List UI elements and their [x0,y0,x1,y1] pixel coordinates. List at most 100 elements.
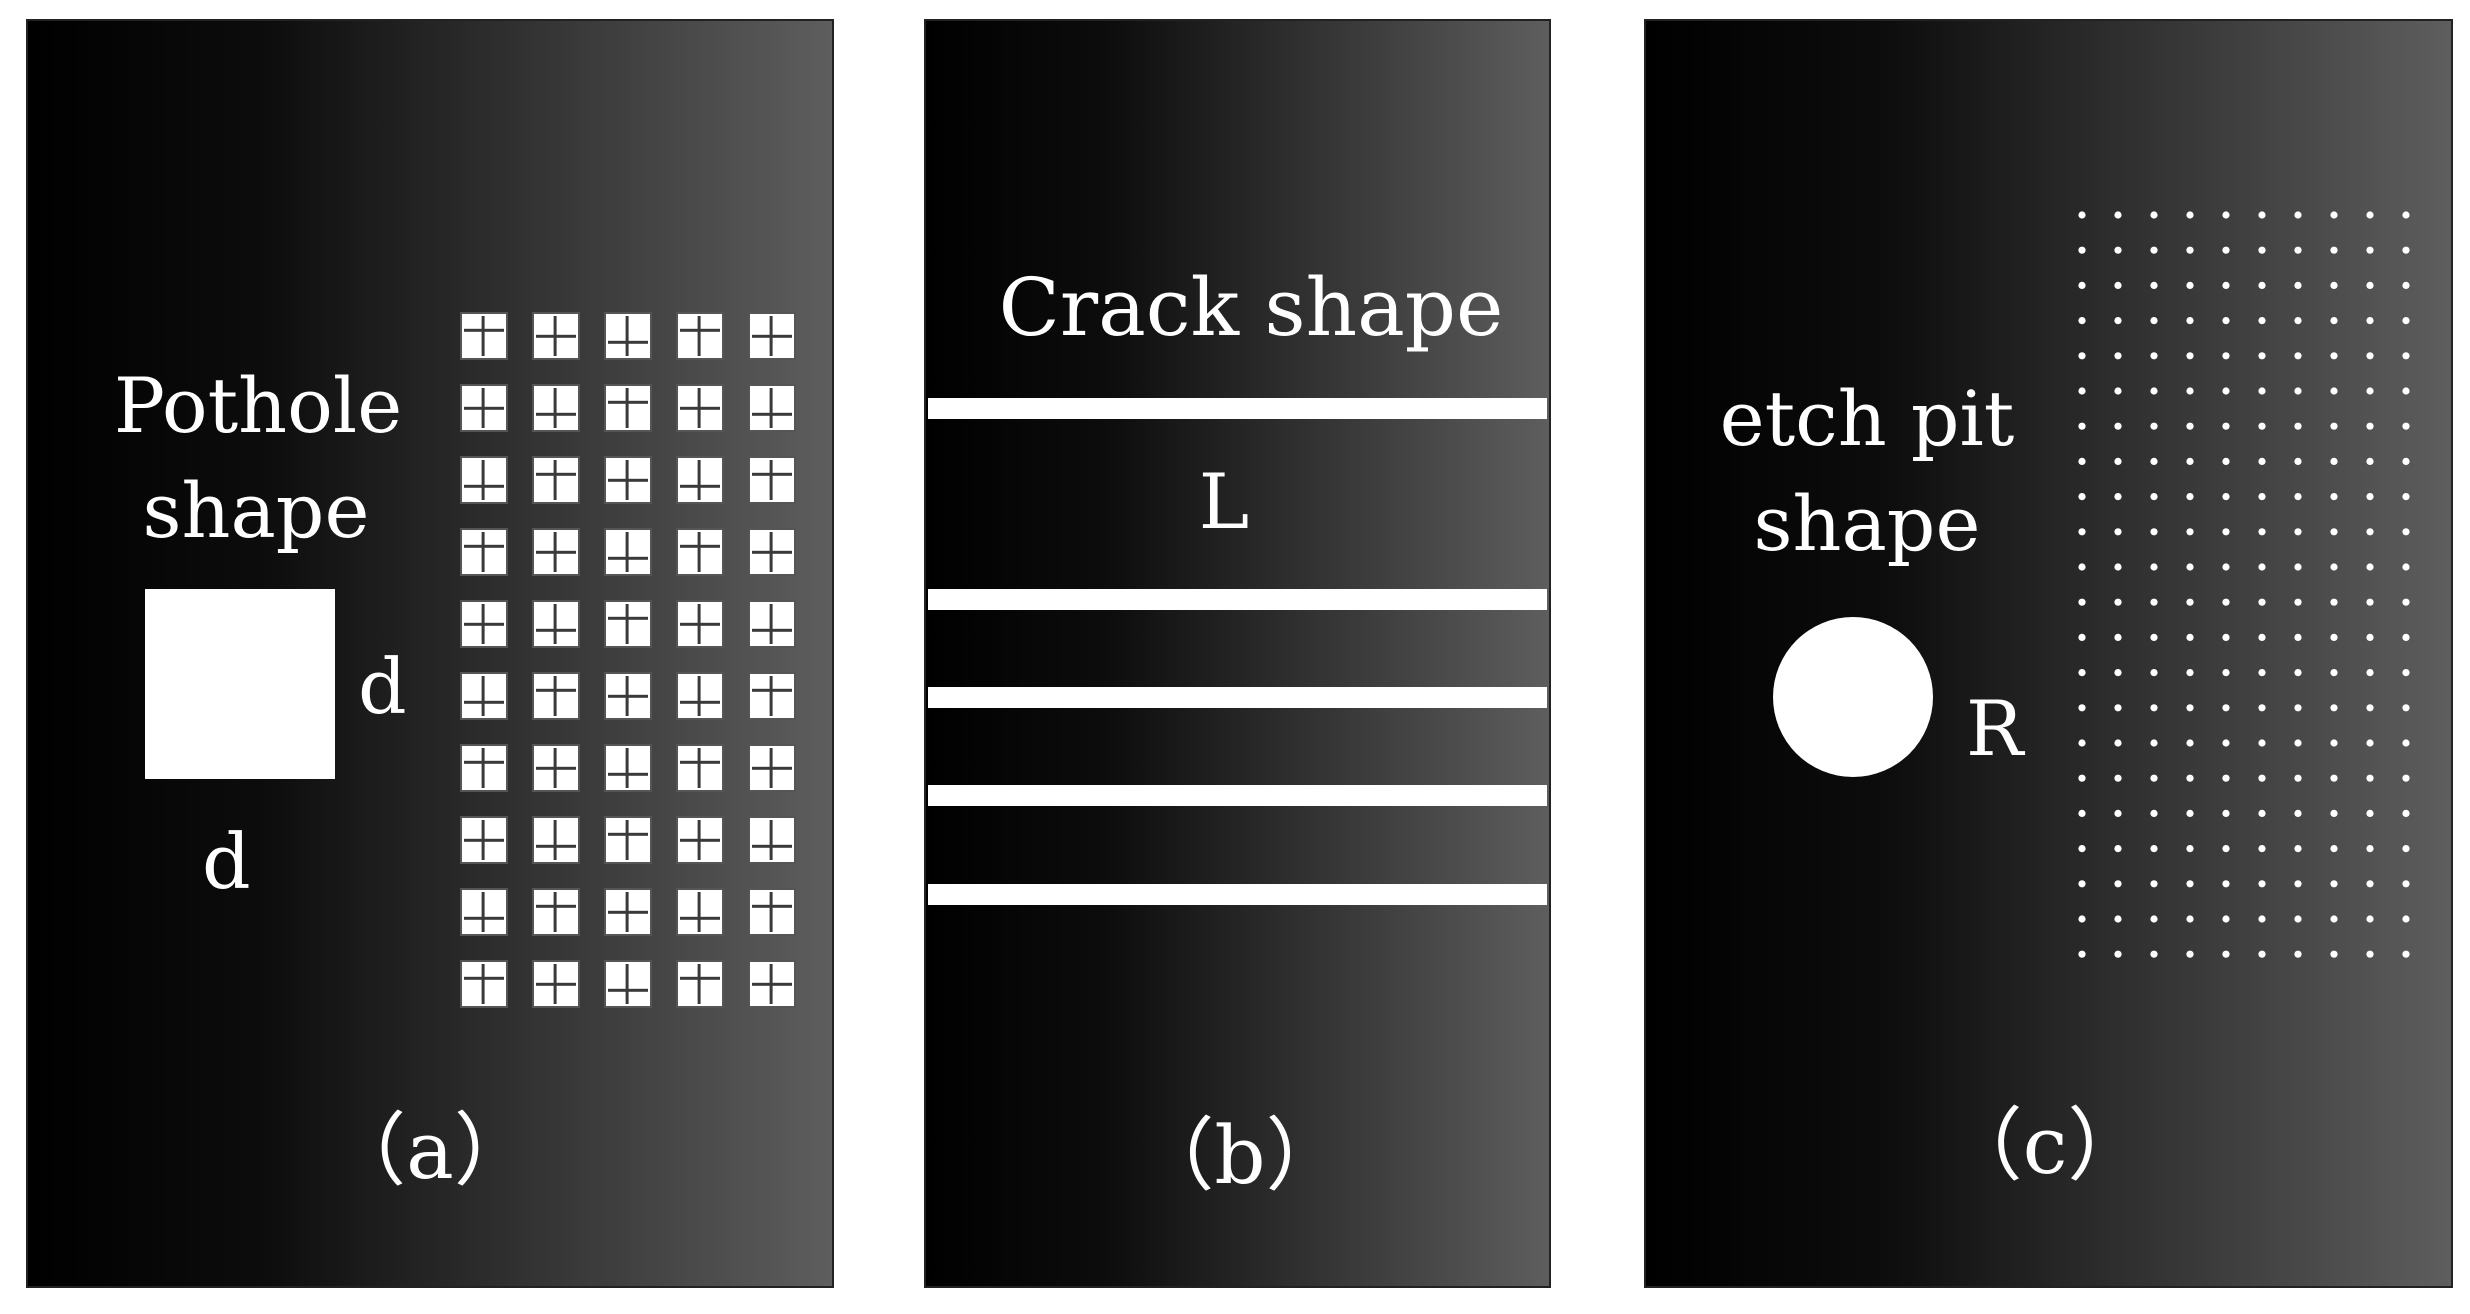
panel-c-caption: （c） [1943,1099,2148,1192]
panel-b: Crack shape L （b） [924,19,1551,1288]
pothole-cell [604,888,652,936]
pothole-cell [532,312,580,360]
etch-dot [2330,422,2338,430]
etch-dot [2150,704,2158,712]
etch-dot [2366,211,2374,219]
etch-pit-circle-sample [1773,617,1933,777]
pothole-cell [748,816,796,864]
etch-dot [2294,950,2302,958]
pothole-grid [460,312,796,1008]
crack-lines [928,398,1547,905]
etch-dot [2366,880,2374,888]
etch-dot [2258,739,2266,747]
etch-dot [2222,352,2230,360]
etch-dot [2366,387,2374,395]
etch-dot [2222,598,2230,606]
pothole-cell [748,456,796,504]
etch-dot [2114,246,2122,254]
pothole-cell [676,816,724,864]
etch-dot [2222,563,2230,571]
etch-dot [2366,669,2374,677]
pothole-cell [604,384,652,432]
etch-dot [2186,387,2194,395]
etch-dot [2294,563,2302,571]
etch-dot [2330,528,2338,536]
etch-dot [2330,457,2338,465]
etch-dot [2402,352,2410,360]
etch-dot [2330,739,2338,747]
etch-dot [2222,493,2230,501]
etch-dot [2186,598,2194,606]
pothole-cell [604,816,652,864]
etch-dot [2186,809,2194,818]
etch-dot [2150,211,2158,219]
etch-dot [2150,317,2158,325]
etch-dot [2294,493,2302,501]
etch-dot [2114,422,2122,430]
etch-dot [2366,493,2374,501]
etch-dot [2294,387,2302,395]
pothole-cell [460,816,508,864]
etch-dot [2186,422,2194,430]
etch-dot [2114,317,2122,325]
etch-dot [2114,845,2122,853]
panel-c-title-line-1: etch pit [1720,374,2015,463]
etch-dot [2078,281,2086,289]
etch-dot [2114,528,2122,536]
pothole-cell [604,528,652,576]
etch-dot [2078,774,2086,782]
etch-dot [2258,950,2266,958]
pothole-cell [676,312,724,360]
etch-dot [2222,704,2230,712]
etch-dot [2114,809,2122,818]
etch-dot [2186,457,2194,465]
etch-dot [2366,845,2374,853]
etch-dot [2294,317,2302,325]
etch-dot [2330,563,2338,571]
etch-dot [2222,880,2230,888]
etch-dot [2114,563,2122,571]
etch-dot [2258,317,2266,325]
etch-dot [2258,457,2266,465]
etch-dot [2150,915,2158,923]
etch-dot [2258,809,2266,818]
panel-a: Pothole shape d d （a） [26,19,834,1288]
etch-dot [2150,809,2158,818]
etch-dot [2222,281,2230,289]
etch-dot [2366,598,2374,606]
etch-dot [2330,317,2338,325]
panel-c-background [1644,19,2453,1288]
panel-c: etch pit shape R （c） [1644,19,2453,1288]
etch-dot [2114,739,2122,747]
etch-dot [2078,669,2086,677]
etch-dot [2402,457,2410,465]
pothole-cell [460,888,508,936]
etch-dot [2222,809,2230,818]
etch-dot [2186,493,2194,501]
etch-dot [2402,739,2410,747]
etch-dot [2330,704,2338,712]
etch-dot [2222,317,2230,325]
pothole-cell [604,672,652,720]
etch-dot [2294,633,2302,642]
etch-dot [2258,211,2266,219]
etch-dot [2150,457,2158,465]
etch-dot [2186,281,2194,289]
etch-dot [2150,281,2158,289]
etch-dot [2258,352,2266,360]
etch-dot [2402,704,2410,712]
etch-dot [2186,880,2194,888]
pothole-cell [460,312,508,360]
panel-b-caption: （b） [1134,1109,1345,1202]
etch-dot [2150,352,2158,360]
etch-dot [2114,352,2122,360]
etch-dot [2186,950,2194,958]
etch-dot [2402,563,2410,571]
etch-dot [2150,880,2158,888]
pothole-square-sample [145,589,335,779]
etch-dot [2078,528,2086,536]
etch-dot [2114,633,2122,642]
panel-b-title: Crack shape [999,261,1504,354]
etch-dot [2258,774,2266,782]
